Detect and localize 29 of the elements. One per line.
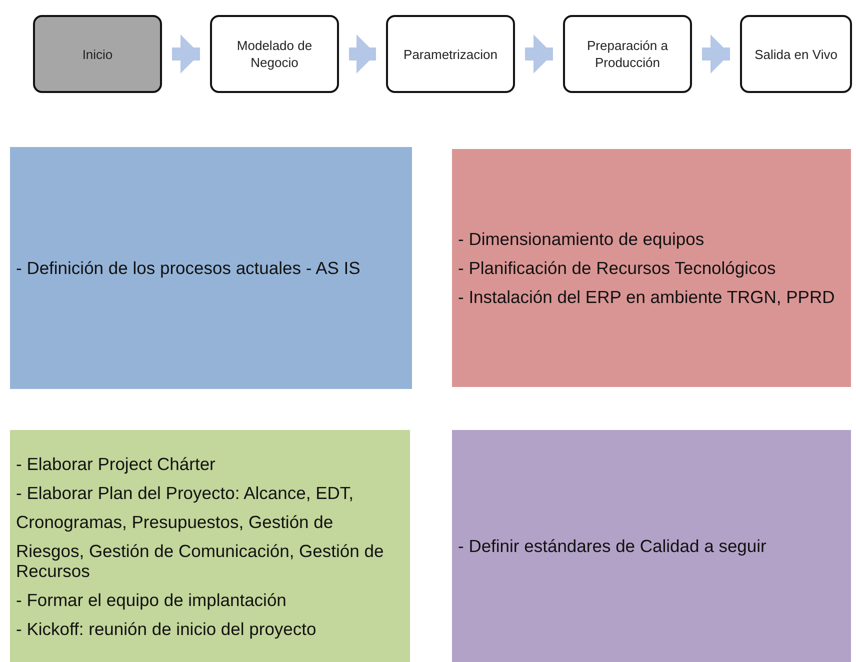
text-panel <box>452 430 851 662</box>
text-panel <box>10 430 410 662</box>
process-box <box>740 15 852 93</box>
bullet-text: - Definición de los procesos actuales - AS IS <box>16 258 362 278</box>
bullet-text: - Instalación del ERP en ambiente TRGN, PPRD <box>458 287 836 307</box>
step-label: Inicio <box>82 46 113 62</box>
block-arrow <box>525 34 553 74</box>
block-arrow <box>172 34 200 74</box>
block-arrow <box>349 34 376 74</box>
step-label: Modelado de Negocio <box>236 37 314 71</box>
process-box <box>563 15 692 93</box>
step-label: Parametrizacion <box>404 46 498 62</box>
bullet-text: - Elaborar Plan del Proyecto: Alcance, EDT, <box>16 482 355 502</box>
bullet-text: - Planificación de Recursos Tecnológicos <box>458 258 777 278</box>
bullet-text: - Formar el equipo de implantación <box>16 590 288 610</box>
bullet-text: - Elaborar Project Chárter <box>16 454 216 474</box>
step-label: Preparación a Producción <box>586 37 669 71</box>
bullet-text: - Dimensionamiento de equipos <box>458 229 706 249</box>
text-panel <box>452 149 851 387</box>
text-panel <box>10 147 412 389</box>
process-box <box>386 15 515 93</box>
process-box <box>210 15 339 93</box>
bullet-text: Cronogramas, Presupuestos, Gestión de <box>16 512 334 532</box>
process-box <box>33 15 162 93</box>
bullet-text: - Definir estándares de Calidad a seguir <box>458 536 768 556</box>
block-arrow <box>702 34 730 74</box>
bullet-text: - Kickoff: reunión de inicio del proyecto <box>16 618 318 638</box>
bullet-text: Riesgos, Gestión de Comunicación, Gestión de Recursos <box>16 540 385 580</box>
step-label: Salida en Vivo <box>754 46 838 62</box>
